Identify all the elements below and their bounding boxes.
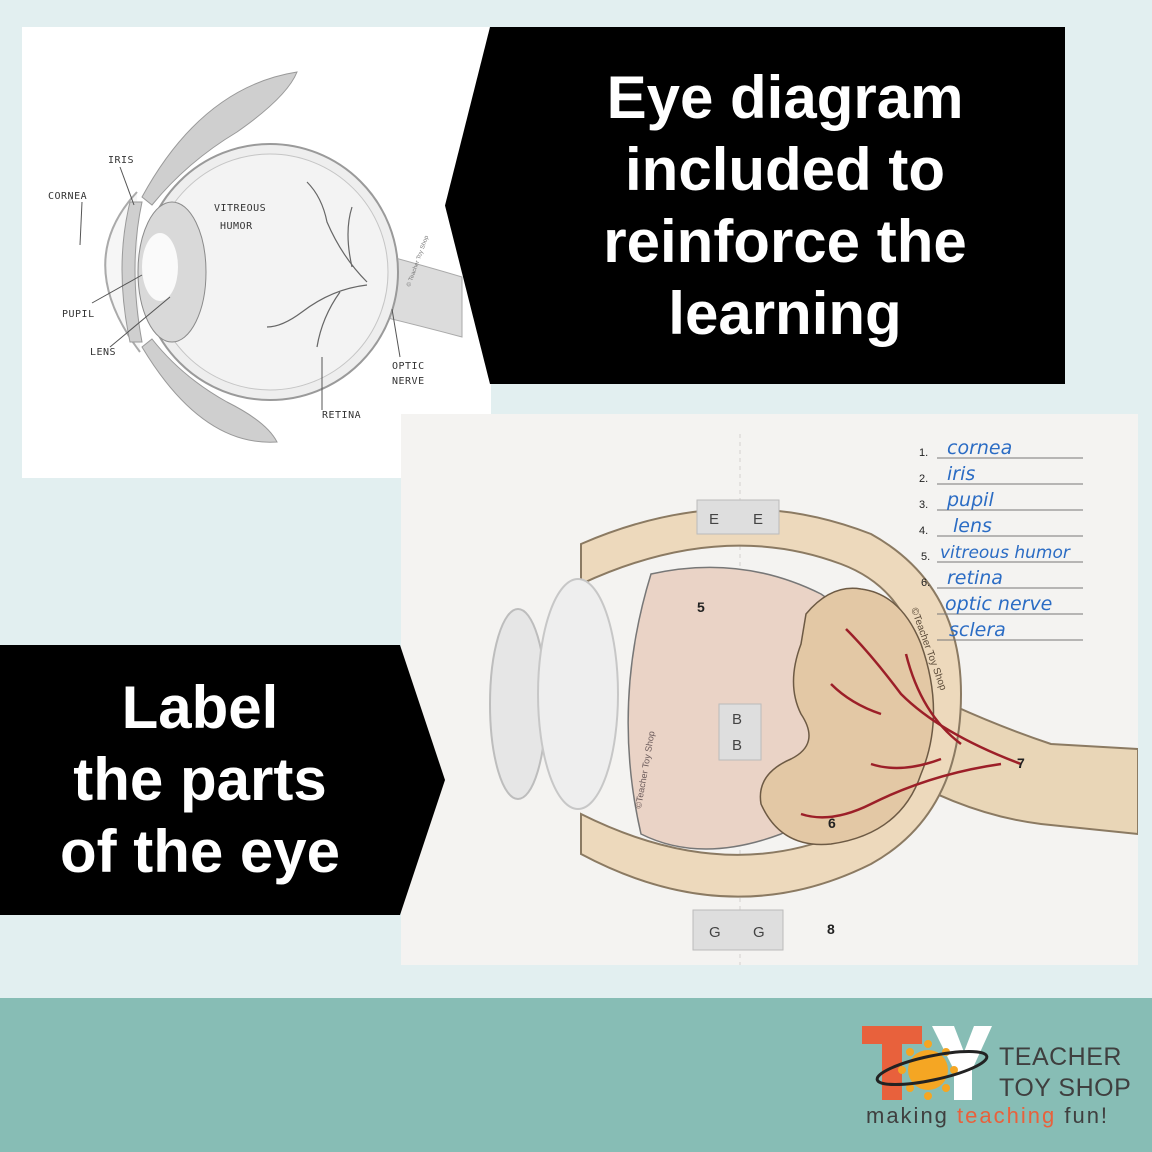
eye-diagram-card: IRIS CORNEA VITREOUS HUMOR PUPIL LENS OP… <box>22 27 491 478</box>
banner-bottom-line-2: the parts <box>73 746 327 813</box>
label-vitreous-1: VITREOUS <box>214 203 266 214</box>
label-vitreous-2: HUMOR <box>220 221 253 232</box>
tab-b-top: B <box>732 711 742 728</box>
label-pupil: PUPIL <box>62 309 95 320</box>
answer-number-3: 3. <box>919 499 928 511</box>
lens-highlight <box>142 233 178 301</box>
brand-line-toy-shop: TOY SHOP <box>999 1074 1132 1102</box>
upper-muscle-shape <box>141 71 298 206</box>
banner-bottom-line-1: Label <box>121 674 279 741</box>
banner-top-line-3: reinforce the <box>603 207 967 275</box>
answer-list: 1. cornea 2. iris 3. pupil 4. lens 5. vi… <box>919 437 1083 641</box>
tagline-accent: teaching <box>957 1103 1057 1128</box>
part-number-8: 8 <box>827 921 835 937</box>
answer-8: sclera <box>949 619 1006 641</box>
brand-line-teacher: TEACHER <box>999 1043 1122 1071</box>
teacher-toy-shop-logo-icon <box>862 1026 992 1100</box>
label-iris: IRIS <box>108 155 134 166</box>
tab-g-piece <box>692 909 784 951</box>
label-cornea: CORNEA <box>48 191 87 202</box>
banner-eye-diagram: Eye diagram included to reinforce the le… <box>445 27 1065 384</box>
answer-number-1: 1. <box>919 447 928 459</box>
part-number-5: 5 <box>697 599 705 615</box>
banner-top-line-2: included to <box>625 135 945 203</box>
answer-1: cornea <box>947 437 1012 459</box>
label-lens: LENS <box>90 347 116 358</box>
tab-e-left: E <box>709 511 719 528</box>
banner-top-line-1: Eye diagram <box>606 63 964 131</box>
answer-4: lens <box>953 515 992 537</box>
tab-b-piece <box>718 703 762 761</box>
tab-g-left: G <box>709 924 721 941</box>
brand-tagline: making teaching fun! <box>866 1103 1109 1129</box>
banner-bottom-line-3: of the eye <box>59 818 341 885</box>
answer-3: pupil <box>946 489 994 511</box>
part-number-6: 6 <box>828 815 836 831</box>
banner-label-parts: Label the parts of the eye <box>0 645 445 915</box>
iris-shape <box>121 201 143 343</box>
blood-vessels <box>800 628 1022 819</box>
tagline-post: fun! <box>1056 1103 1110 1128</box>
answer-number-2: 2. <box>919 473 928 485</box>
answer-7: optic nerve <box>945 593 1052 615</box>
eye-diagram-illustration: IRIS CORNEA VITREOUS HUMOR PUPIL LENS OP… <box>48 71 463 443</box>
sclera-piece <box>580 507 963 898</box>
part-number-7: 7 <box>1017 755 1025 771</box>
lens-flap <box>537 578 619 810</box>
answer-number-5: 5. <box>921 551 930 563</box>
retina-veins <box>266 181 368 348</box>
tab-e-right: E <box>753 511 763 528</box>
tab-b-bottom: B <box>732 737 742 754</box>
answer-2: iris <box>947 463 975 485</box>
answer-number-4: 4. <box>919 525 928 537</box>
answer-6: retina <box>947 567 1003 589</box>
lower-muscle-shape <box>141 338 278 443</box>
label-optic-2: NERVE <box>392 376 425 387</box>
tab-e-piece <box>696 499 780 535</box>
retina-piece <box>759 587 935 846</box>
leader-lines <box>79 166 401 410</box>
banner-top-line-4: learning <box>668 279 902 347</box>
label-retina: RETINA <box>322 410 361 421</box>
tagline-pre: making <box>866 1103 958 1128</box>
answer-number-6: 6. <box>921 577 930 589</box>
answer-5: vitreous humor <box>940 543 1071 563</box>
eye-model-illustration: E E B B G G 5 6 7 8 ©Teacher Toy Shop ©T… <box>489 434 1138 965</box>
eye-model-photo: E E B B G G 5 6 7 8 ©Teacher Toy Shop ©T… <box>401 414 1138 965</box>
label-optic-1: OPTIC <box>392 361 425 372</box>
tab-g-right: G <box>753 924 765 941</box>
